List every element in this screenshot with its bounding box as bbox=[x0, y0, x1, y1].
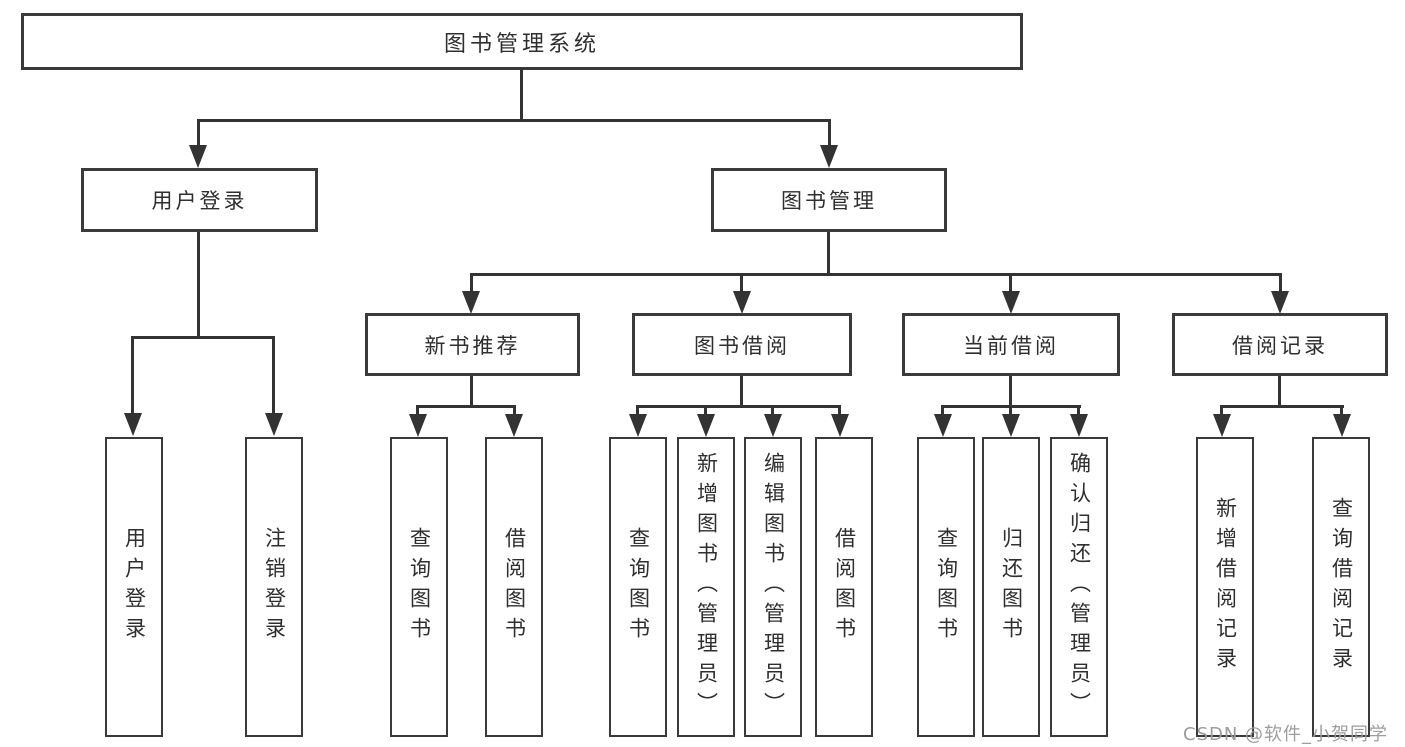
connector-borrow-arm bbox=[838, 405, 841, 416]
leaf-label: 新增借阅记录 bbox=[1213, 497, 1238, 677]
leaf-query-books-2: 查询图书 bbox=[609, 437, 667, 737]
node-book-borrow: 图书借阅 bbox=[632, 313, 852, 376]
connector-records-stem bbox=[1278, 376, 1281, 407]
node-book-management-label: 图书管理 bbox=[781, 189, 877, 213]
node-borrow-records: 借阅记录 bbox=[1172, 313, 1388, 376]
arrowhead-icon bbox=[1213, 414, 1231, 437]
arrowhead-icon bbox=[629, 414, 647, 437]
leaf-label: 查询图书 bbox=[626, 527, 651, 647]
node-book-management: 图书管理 bbox=[711, 168, 947, 232]
leaf-query-borrow-record: 查询借阅记录 bbox=[1312, 437, 1370, 737]
arrowhead-icon bbox=[1333, 414, 1351, 437]
arrowhead-icon bbox=[820, 145, 838, 168]
connector-current-arm bbox=[941, 405, 944, 416]
node-new-book-recommend: 新书推荐 bbox=[365, 313, 580, 376]
node-user-login-label: 用户登录 bbox=[151, 189, 248, 213]
connector-login-bar bbox=[131, 336, 275, 339]
node-root-label: 图书管理系统 bbox=[443, 31, 600, 57]
leaf-query-books-1: 查询图书 bbox=[390, 437, 448, 737]
connector-current-arm bbox=[1077, 405, 1080, 416]
connector-records-arm bbox=[1220, 405, 1223, 416]
leaf-edit-book-admin: 编辑图书（管理员） bbox=[744, 437, 802, 737]
connector-login-arm bbox=[131, 336, 134, 414]
leaf-confirm-return-admin: 确认归还（管理员） bbox=[1050, 437, 1108, 737]
leaf-borrow-books-2: 借阅图书 bbox=[815, 437, 873, 737]
connector-login-stem bbox=[197, 232, 200, 338]
leaf-query-books-3: 查询图书 bbox=[917, 437, 975, 737]
node-new-book-recommend-label: 新书推荐 bbox=[424, 333, 521, 358]
connector-root-stem bbox=[520, 68, 523, 121]
leaf-borrow-books-1: 借阅图书 bbox=[485, 437, 543, 737]
connector-mgmt-arm bbox=[470, 273, 473, 293]
connector-root-bar bbox=[197, 119, 831, 122]
node-current-borrow: 当前借阅 bbox=[902, 313, 1120, 376]
node-book-borrow-label: 图书借阅 bbox=[694, 333, 790, 358]
arrowhead-icon bbox=[1271, 291, 1289, 314]
watermark-text: CSDN @软件_小贺同学 bbox=[1183, 724, 1389, 745]
connector-mgmt-arm bbox=[1279, 273, 1282, 293]
leaf-label: 用户登录 bbox=[122, 527, 147, 647]
leaf-label: 注销登录 bbox=[262, 527, 287, 647]
connector-mgmt-arm bbox=[740, 273, 743, 293]
connector-recommend-arm bbox=[513, 405, 516, 416]
leaf-label: 确认归还（管理员） bbox=[1067, 452, 1092, 722]
leaf-label: 新增图书（管理员） bbox=[694, 452, 719, 722]
connector-recommend-arm bbox=[416, 405, 419, 416]
leaf-label: 借阅图书 bbox=[502, 527, 527, 647]
leaf-label: 编辑图书（管理员） bbox=[761, 452, 786, 722]
connector-borrow-bar bbox=[637, 405, 841, 408]
arrowhead-icon bbox=[733, 291, 751, 314]
arrowhead-icon bbox=[764, 414, 782, 437]
connector-mgmt-stem bbox=[827, 232, 830, 275]
connector-borrow-arm bbox=[636, 405, 639, 416]
node-root: 图书管理系统 bbox=[21, 13, 1023, 70]
connector-records-bar bbox=[1221, 405, 1344, 408]
arrowhead-icon bbox=[124, 413, 142, 436]
connector-recommend-bar bbox=[417, 405, 516, 408]
connector-root-arm-left bbox=[197, 119, 200, 148]
arrowhead-icon bbox=[934, 414, 952, 437]
leaf-label: 借阅图书 bbox=[832, 527, 857, 647]
connector-recommend-stem bbox=[470, 376, 473, 407]
leaf-user-login: 用户登录 bbox=[105, 437, 163, 737]
connector-mgmt-arm bbox=[1009, 273, 1012, 293]
connector-login-arm bbox=[272, 336, 275, 414]
arrowhead-icon bbox=[189, 145, 207, 168]
leaf-label: 归还图书 bbox=[999, 527, 1024, 647]
connector-borrow-arm bbox=[704, 405, 707, 416]
connector-root-arm-right bbox=[828, 119, 831, 148]
node-user-login: 用户登录 bbox=[81, 168, 318, 232]
connector-borrow-stem bbox=[740, 376, 743, 407]
leaf-label: 查询图书 bbox=[407, 527, 432, 647]
arrowhead-icon bbox=[409, 414, 427, 437]
leaf-label: 查询借阅记录 bbox=[1329, 497, 1354, 677]
leaf-add-borrow-record: 新增借阅记录 bbox=[1196, 437, 1254, 737]
arrowhead-icon bbox=[1002, 291, 1020, 314]
arrowhead-icon bbox=[505, 414, 523, 437]
node-current-borrow-label: 当前借阅 bbox=[963, 333, 1059, 358]
leaf-label: 查询图书 bbox=[934, 527, 959, 647]
arrowhead-icon bbox=[1070, 414, 1088, 437]
leaf-return-book: 归还图书 bbox=[982, 437, 1040, 737]
connector-borrow-arm bbox=[771, 405, 774, 416]
arrowhead-icon bbox=[462, 291, 480, 314]
node-borrow-records-label: 借阅记录 bbox=[1232, 333, 1328, 358]
arrowhead-icon bbox=[1002, 414, 1020, 437]
arrowhead-icon bbox=[831, 414, 849, 437]
connector-current-arm bbox=[1009, 405, 1012, 416]
leaf-logout: 注销登录 bbox=[245, 437, 303, 737]
arrowhead-icon bbox=[265, 413, 283, 436]
leaf-add-book-admin: 新增图书（管理员） bbox=[677, 437, 735, 737]
connector-current-stem bbox=[1009, 376, 1012, 407]
arrowhead-icon bbox=[697, 414, 715, 437]
connector-mgmt-bar bbox=[470, 273, 1282, 276]
connector-records-arm bbox=[1340, 405, 1343, 416]
